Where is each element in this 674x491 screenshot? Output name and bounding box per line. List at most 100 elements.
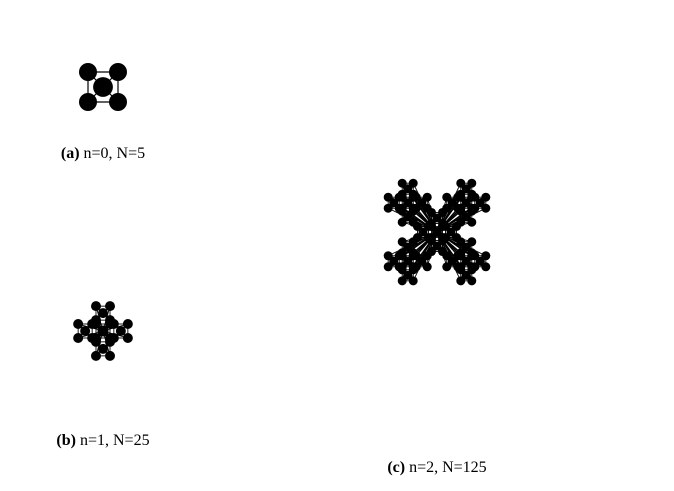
network-node [453,251,463,261]
network-node [456,237,466,247]
panel-b-params: n=1, N=25 [79,432,150,449]
network-node [467,276,477,286]
network-node [432,213,442,223]
network-node [105,336,115,347]
network-node [80,326,91,336]
network-node [394,251,404,261]
network-node [408,265,418,275]
network-node [115,326,126,336]
network-node [73,333,84,343]
network-node [461,242,471,252]
network-node [383,192,393,202]
network-node [453,192,463,202]
network-node [461,256,471,266]
network-node [453,262,463,272]
network-node [447,198,457,208]
panel-c-caption: (c) n=2, N=125 [387,459,486,477]
network-node [98,343,108,354]
network-node [87,319,98,329]
network-node [467,178,477,188]
network-node [403,256,413,266]
network-node [442,251,452,261]
network-node [408,178,418,188]
network-node [456,217,466,227]
network-node [403,212,413,222]
panel-b-network [73,301,133,361]
panel-a-caption: (a) n=0, N=5 [61,145,145,163]
network-node [403,242,413,252]
panel-a-params: n=0, N=5 [83,145,146,162]
network-node [91,350,101,361]
network-node [467,237,477,247]
network-node [423,222,433,231]
panel-a-letter: (a) [60,145,80,162]
network-node [87,333,98,343]
panel-b-letter: (b) [56,432,76,449]
network-node [470,251,480,261]
network-node [442,262,452,272]
network-node [122,319,133,329]
panel-c-params: n=2, N=125 [409,459,487,476]
network-node [73,319,84,329]
network-node [461,212,471,222]
network-node [422,262,432,272]
network-node [470,192,480,202]
network-node [481,251,491,261]
panel-c-network [383,178,491,286]
network-node [79,63,97,81]
network-node [481,262,491,272]
network-node [383,203,393,213]
network-node [394,192,404,202]
network-node [403,184,413,194]
network-node [408,237,418,247]
network-node [98,308,108,319]
network-node [383,251,393,261]
network-node [453,203,463,213]
network-node [422,203,432,213]
network-node [109,93,127,111]
network-node [403,270,413,280]
network-node [383,262,393,272]
network-node [408,206,418,216]
network-node [442,192,452,202]
network-node [397,276,407,286]
network-node [432,241,442,251]
panel-a-network [79,63,127,111]
network-node [411,251,421,261]
network-node [461,270,471,280]
panel-c-letter: (c) [387,459,406,476]
network-node [423,233,433,242]
network-node [79,93,97,111]
network-node [446,227,456,237]
network-node [456,178,466,188]
network-node [467,206,477,216]
network-node [417,256,427,266]
network-node [461,198,471,208]
network-node [475,256,485,266]
network-node [467,265,477,275]
network-node [105,350,115,361]
network-node [481,203,491,213]
network-node [441,222,451,231]
network-node [442,203,452,213]
network-node [475,198,485,208]
network-node [438,236,447,246]
network-node [467,217,477,227]
network-node [394,203,404,213]
network-node [408,217,418,227]
network-node [389,256,399,266]
network-node [397,178,407,188]
network-node [418,227,428,237]
hub-node [93,77,113,97]
network-node [422,251,432,261]
network-node [447,256,457,266]
panel-b-caption: (b) n=1, N=25 [56,432,149,450]
network-node [109,63,127,81]
network-node [122,333,133,343]
network-node [91,301,101,312]
network-node [408,276,418,286]
network-node [394,262,404,272]
network-node [422,192,432,202]
